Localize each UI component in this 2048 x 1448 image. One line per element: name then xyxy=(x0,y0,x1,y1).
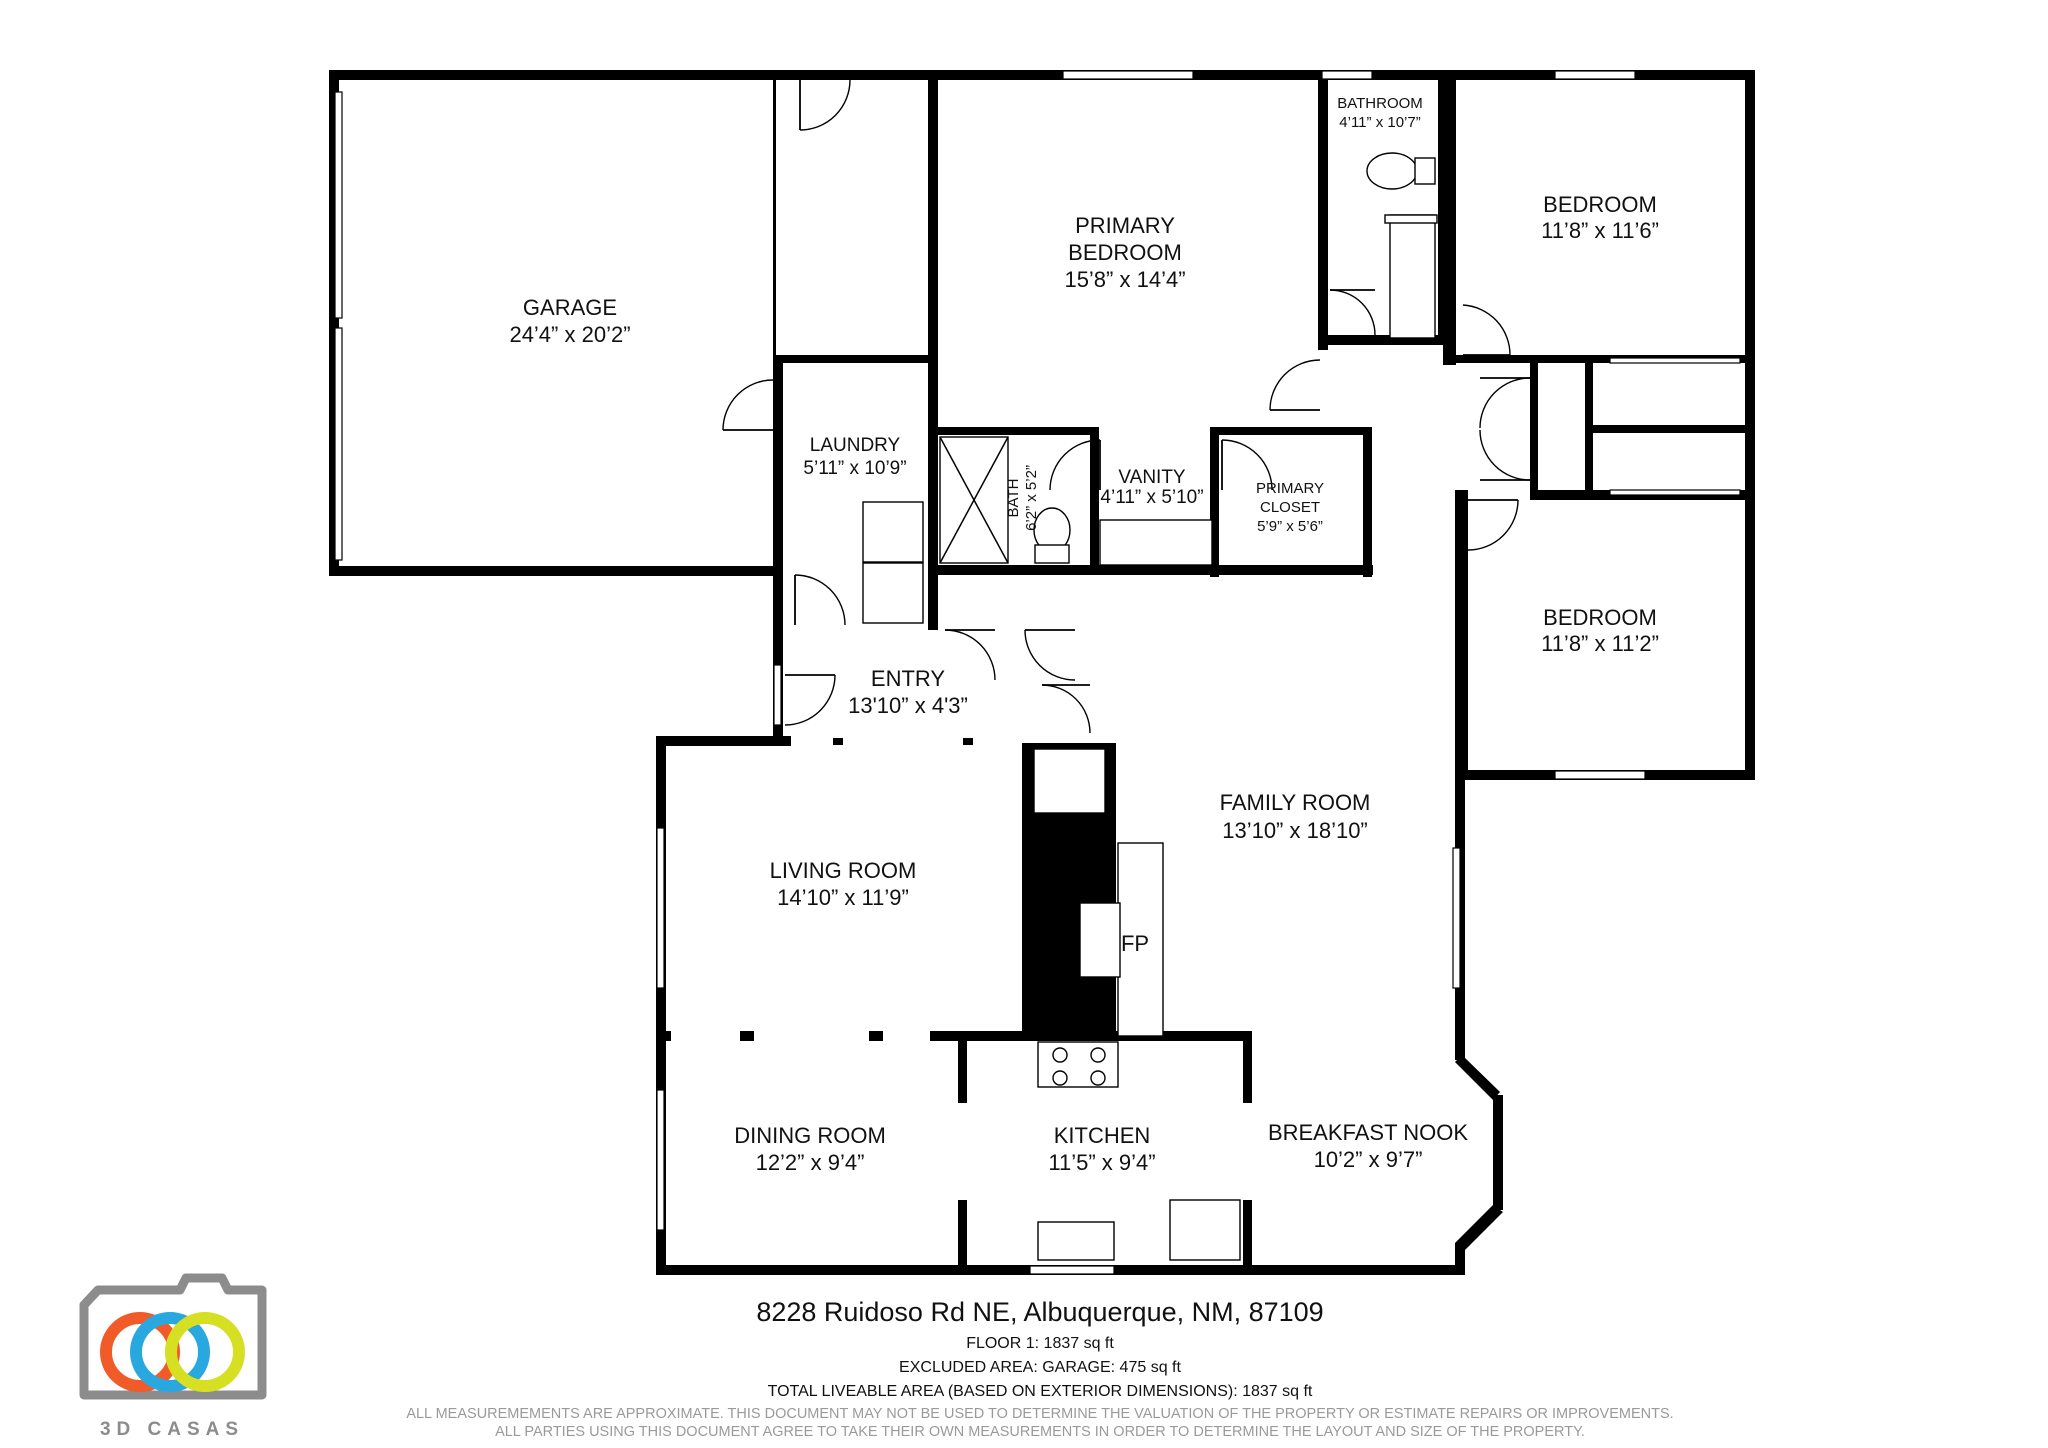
walls xyxy=(329,70,1755,1275)
breakfast-nook-dims: 10’2” x 9’7” xyxy=(1314,1147,1423,1172)
entry-name: ENTRY xyxy=(871,666,945,691)
floor-area: FLOOR 1: 1837 sq ft xyxy=(966,1335,1114,1352)
bath-name: BATH xyxy=(1005,479,1022,518)
fixtures xyxy=(862,152,1438,1261)
vanity-name: VANITY xyxy=(1118,467,1186,488)
kitchen-name: KITCHEN xyxy=(1054,1123,1151,1148)
dining-room-name: DINING ROOM xyxy=(734,1123,886,1148)
disclaimer-line-2: ALL PARTIES USING THIS DOCUMENT AGREE TO… xyxy=(495,1424,1585,1440)
room-labels: GARAGE 24’4” x 20’2” PRIMARY BEDROOM 15’… xyxy=(509,95,1658,1175)
bedroom-2-dims: 11’8” x 11’2” xyxy=(1541,631,1659,656)
garage-name: GARAGE xyxy=(523,295,617,320)
breakfast-nook-name: BREAKFAST NOOK xyxy=(1268,1120,1468,1145)
primary-bedroom-name-1: PRIMARY xyxy=(1075,213,1175,238)
windows xyxy=(334,70,1741,1275)
family-room-name: FAMILY ROOM xyxy=(1220,790,1371,815)
primary-closet-name-1: PRIMARY xyxy=(1256,480,1324,497)
bedroom-2-name: BEDROOM xyxy=(1543,605,1657,630)
primary-closet-dims: 5’9” x 5’6” xyxy=(1257,518,1323,535)
total-area: TOTAL LIVEABLE AREA (BASED ON EXTERIOR D… xyxy=(768,1383,1313,1400)
family-room-dims: 13’10” x 18’10” xyxy=(1222,818,1368,843)
logo: 3D CASAS xyxy=(79,1273,267,1440)
dining-room-dims: 12’2” x 9’4” xyxy=(756,1150,865,1175)
doors xyxy=(722,79,1531,734)
bathroom-dims: 4’11” x 10’7” xyxy=(1339,114,1420,131)
entry-dims: 13'10” x 4'3” xyxy=(848,693,968,718)
primary-closet-name-2: CLOSET xyxy=(1260,499,1320,516)
primary-bedroom-name-2: BEDROOM xyxy=(1068,240,1182,265)
camera-rings-icon xyxy=(79,1273,267,1400)
bath-dims: 6’2” x 5’2” xyxy=(1023,465,1040,531)
bedroom-1-dims: 11’8” x 11’6” xyxy=(1541,218,1659,243)
primary-bedroom-dims: 15’8” x 14’4” xyxy=(1064,267,1185,292)
logo-text: 3D CASAS xyxy=(100,1419,244,1440)
garage-dims: 24’4” x 20’2” xyxy=(509,322,630,347)
excluded-area: EXCLUDED AREA: GARAGE: 475 sq ft xyxy=(899,1359,1181,1376)
living-room-dims: 14’10” x 11’9” xyxy=(777,885,909,910)
laundry-dims: 5’11” x 10’9” xyxy=(803,458,906,479)
bedroom-1-name: BEDROOM xyxy=(1543,192,1657,217)
footer: 8228 Ruidoso Rd NE, Albuquerque, NM, 871… xyxy=(406,1297,1673,1440)
laundry-name: LAUNDRY xyxy=(810,435,901,456)
fireplace-label: FP xyxy=(1121,931,1149,956)
address: 8228 Ruidoso Rd NE, Albuquerque, NM, 871… xyxy=(756,1297,1323,1327)
disclaimer-line-1: ALL MEASUREMEMENTS ARE APPROXIMATE. THIS… xyxy=(406,1406,1673,1422)
vanity-dims: 4’11” x 5’10” xyxy=(1100,487,1203,508)
kitchen-dims: 11’5” x 9’4” xyxy=(1048,1150,1155,1175)
living-room-name: LIVING ROOM xyxy=(770,858,917,883)
bathroom-name: BATHROOM xyxy=(1337,95,1423,112)
